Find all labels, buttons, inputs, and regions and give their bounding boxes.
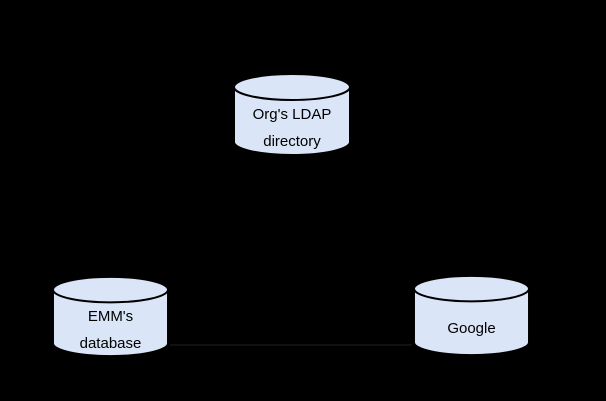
database-cylinder-icon [51, 275, 170, 358]
cylinder-top [412, 274, 531, 303]
node-label-line: directory [263, 132, 321, 150]
database-cylinder-icon [412, 274, 531, 357]
node-emms-database: EMM's database [51, 275, 170, 358]
node-label: Org's LDAP directory [232, 100, 352, 155]
connector-emm-to-google [170, 344, 412, 346]
node-label-line: database [79, 334, 142, 352]
node-label-line: Google [447, 320, 496, 337]
node-label-line: EMM's [87, 307, 134, 325]
cylinder-body [233, 87, 351, 156]
node-label: EMM's database [51, 303, 170, 356]
node-orgs-ldap-directory: Org's LDAP directory [232, 72, 352, 157]
node-google: Google [412, 274, 531, 357]
node-label: Google [412, 302, 531, 355]
cylinder-body [51, 289, 170, 358]
node-label-line: Org's LDAP [252, 105, 332, 123]
cylinder-top [233, 73, 351, 101]
cylinder-body [412, 288, 531, 357]
database-cylinder-icon [233, 73, 351, 156]
cylinder-top [51, 275, 170, 304]
